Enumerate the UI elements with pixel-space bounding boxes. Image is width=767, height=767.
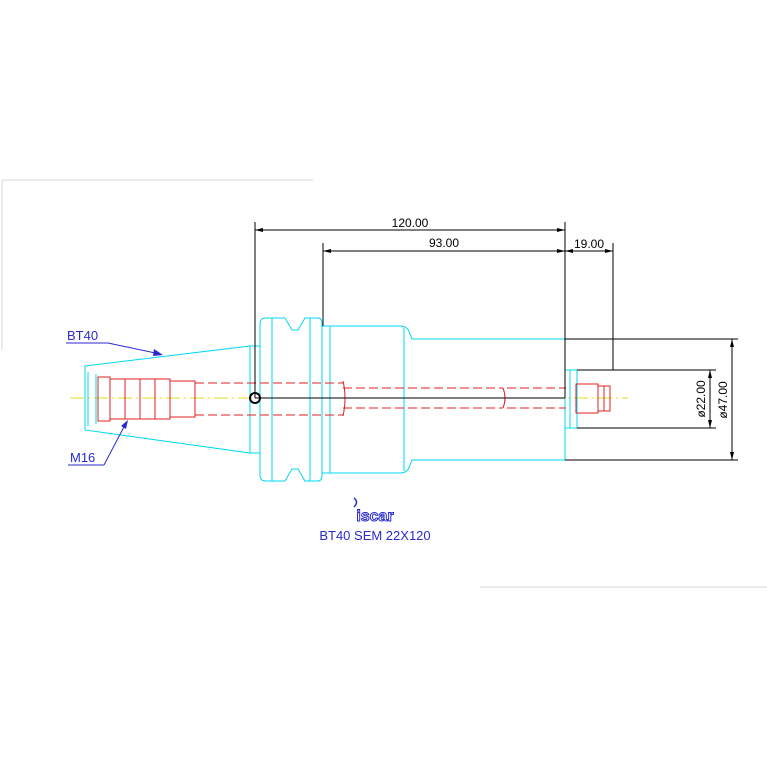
dim-bore-depth: 19.00 bbox=[574, 237, 604, 251]
sheet-border bbox=[1, 179, 767, 588]
thread-label: M16 bbox=[70, 450, 95, 465]
dim-body-diameter: ø47.00 bbox=[716, 381, 730, 419]
part-caption: BT40 SEM 22X120 bbox=[319, 528, 430, 543]
taper-callout: BT40 bbox=[66, 328, 163, 356]
thread-callout: M16 bbox=[68, 420, 128, 466]
tool-holder-outline bbox=[84, 317, 578, 482]
dim-overall-length: 120.00 bbox=[392, 216, 429, 230]
internal-bore-hidden bbox=[97, 376, 611, 422]
dimension-lines bbox=[254, 222, 738, 461]
dim-shank-length: 93.00 bbox=[429, 236, 459, 250]
iscar-logo: iscar bbox=[353, 497, 394, 526]
dim-bore-diameter: ø22.00 bbox=[694, 380, 708, 418]
taper-label: BT40 bbox=[67, 328, 98, 343]
logo-text: iscar bbox=[356, 508, 393, 525]
